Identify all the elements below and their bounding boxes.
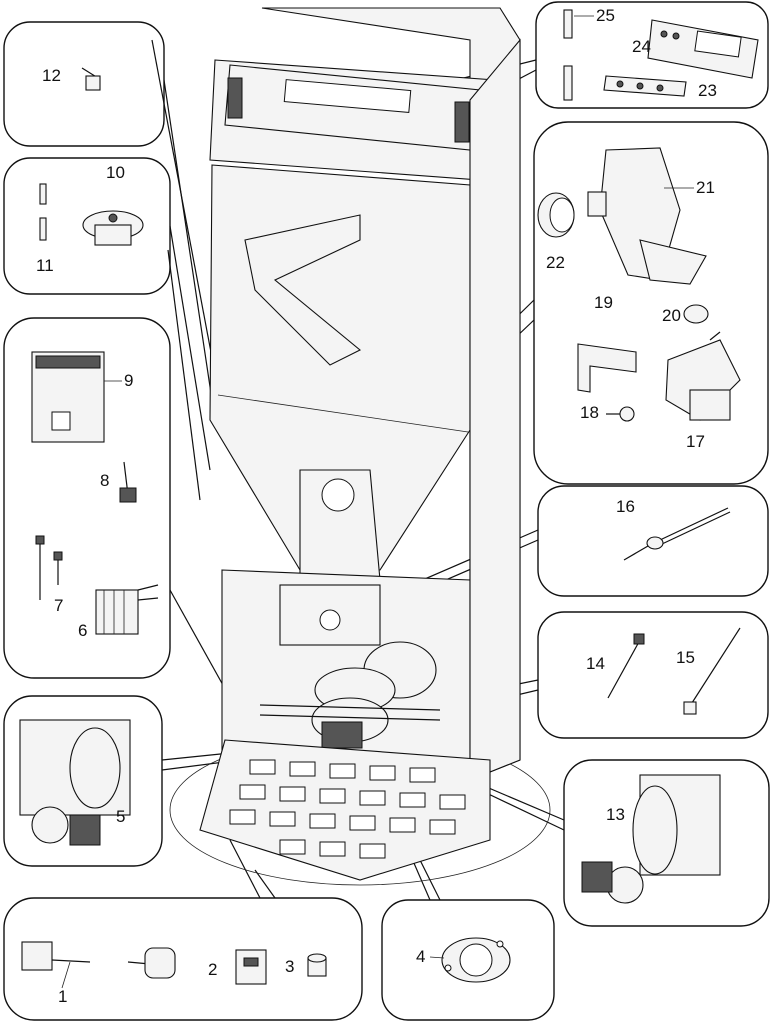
part-3-nut: [307, 953, 327, 977]
part-15-probe: [683, 627, 741, 715]
part-11-clips: [39, 183, 47, 241]
part-12-pin: [81, 67, 101, 91]
part-24-keypad: [603, 75, 687, 97]
callout-box-12: [3, 21, 165, 147]
callout-22: 22: [546, 253, 565, 272]
part-5-blower: [19, 719, 131, 846]
part-13-blower: [581, 774, 721, 904]
callout-16: 16: [616, 497, 635, 516]
part-8-harness: [119, 461, 137, 503]
part-23-display: [647, 19, 759, 79]
callout-9: 9: [124, 371, 133, 390]
callout-labels: 1 2 3 4 5 6 7 8 9 10 11 12 13 14 15 16 1…: [36, 6, 717, 1006]
part-18-plug: [606, 406, 635, 422]
callout-box-1-3: [3, 897, 363, 1021]
callout-3: 3: [285, 957, 294, 976]
part-19-bracket: [577, 343, 637, 393]
part-2-switch: [235, 949, 267, 985]
callout-1: 1: [58, 987, 67, 1006]
callout-25: 25: [596, 6, 615, 25]
callout-4: 4: [416, 947, 425, 966]
callout-17: 17: [686, 432, 705, 451]
callout-5: 5: [116, 807, 125, 826]
part-16-sensor-rod: [623, 507, 731, 561]
callout-15: 15: [676, 648, 695, 667]
stove-cabinet: [169, 7, 551, 886]
part-25-clips: [563, 9, 573, 101]
callout-13: 13: [606, 805, 625, 824]
callout-23: 23: [698, 81, 717, 100]
callout-20: 20: [662, 306, 681, 325]
part-21-auger-motor: [587, 147, 707, 285]
callout-11: 11: [36, 256, 54, 275]
part-9-control-board: [31, 351, 105, 443]
callout-18: 18: [580, 403, 599, 422]
part-4-gasket: [441, 937, 511, 983]
callout-24: 24: [632, 37, 651, 56]
part-6-terminal-block: [95, 584, 159, 635]
part-17-motor: [665, 331, 741, 421]
part-20-bushing: [683, 304, 709, 324]
callout-12: 12: [42, 66, 61, 85]
callout-6: 6: [78, 621, 87, 640]
callout-7: 7: [54, 596, 63, 615]
callout-10: 10: [106, 163, 125, 182]
part-10-sensor: [82, 210, 144, 246]
callout-8: 8: [100, 471, 109, 490]
floor-grid: [229, 759, 466, 859]
part-22-collar: [537, 192, 575, 238]
callout-21: 21: [696, 178, 715, 197]
callout-19: 19: [594, 293, 613, 312]
callout-2: 2: [208, 960, 217, 979]
part-14-probe: [607, 633, 645, 699]
part-7-wires: [35, 535, 63, 600]
callout-box-14-15: [537, 611, 769, 739]
callout-14: 14: [586, 654, 605, 673]
part-1-igniter: [21, 941, 176, 979]
